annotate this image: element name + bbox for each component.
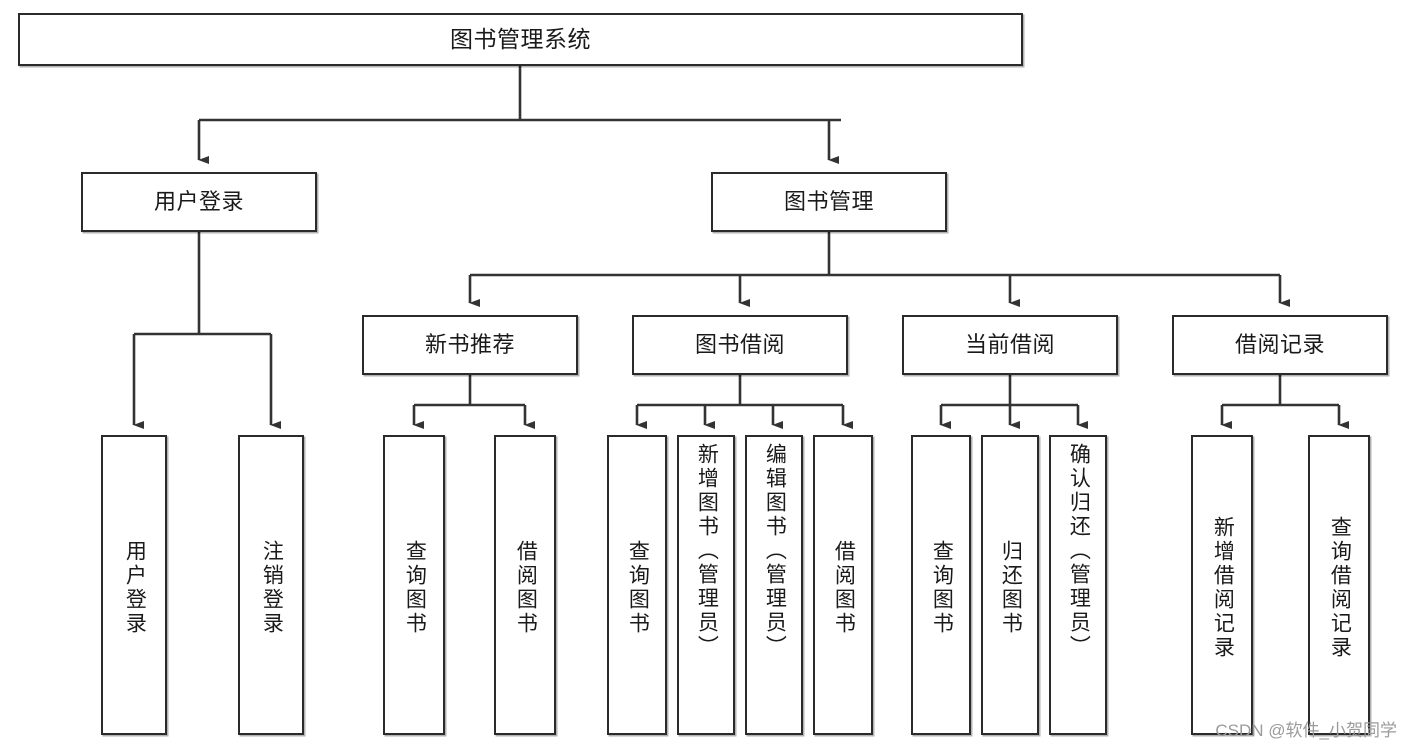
leaf-query-book-current[interactable]: 查询图书 <box>911 435 971 735</box>
node-label: 借阅图书 <box>514 540 538 636</box>
leaf-query-book-recommend[interactable]: 查询图书 <box>383 435 445 735</box>
node-label: 新书推荐 <box>424 331 515 357</box>
node-label: 新增图书（管理员） <box>695 443 719 659</box>
leaf-edit-book-admin[interactable]: 编辑图书（管理员） <box>745 435 803 735</box>
node-label: 新增借阅记录 <box>1211 516 1235 660</box>
leaf-confirm-return-admin[interactable]: 确认归还（管理员） <box>1049 435 1107 735</box>
node-label: 借阅图书 <box>832 540 856 636</box>
node-label: 当前借阅 <box>964 331 1055 357</box>
node-label: 图书管理系统 <box>450 25 591 52</box>
node-book-borrow[interactable]: 图书借阅 <box>632 315 848 375</box>
node-current-borrow[interactable]: 当前借阅 <box>902 315 1118 375</box>
node-label: 图书管理 <box>783 188 874 214</box>
leaf-borrow-book-recommend[interactable]: 借阅图书 <box>494 435 556 735</box>
node-user-login[interactable]: 用户登录 <box>81 172 317 232</box>
leaf-query-borrow-record[interactable]: 查询借阅记录 <box>1308 435 1370 735</box>
node-label: 用户登录 <box>123 540 147 636</box>
node-label: 注销登录 <box>260 540 284 636</box>
node-label: 图书借阅 <box>694 331 785 357</box>
node-label: 借阅记录 <box>1234 331 1325 357</box>
node-label: 归还图书 <box>999 540 1023 636</box>
node-label: 编辑图书（管理员） <box>763 443 787 659</box>
leaf-logout-login[interactable]: 注销登录 <box>238 435 304 735</box>
node-book-manage[interactable]: 图书管理 <box>711 172 947 232</box>
leaf-return-book[interactable]: 归还图书 <box>981 435 1039 735</box>
node-label: 查询图书 <box>626 540 650 636</box>
node-label: 查询借阅记录 <box>1328 516 1352 660</box>
node-borrow-record[interactable]: 借阅记录 <box>1172 315 1388 375</box>
node-root-system[interactable]: 图书管理系统 <box>18 13 1023 66</box>
leaf-borrow-book-borrow[interactable]: 借阅图书 <box>813 435 873 735</box>
leaf-user-login[interactable]: 用户登录 <box>101 435 167 735</box>
node-label: 确认归还（管理员） <box>1067 443 1091 659</box>
node-label: 查询图书 <box>930 540 954 636</box>
leaf-query-book-borrow[interactable]: 查询图书 <box>607 435 667 735</box>
node-label: 用户登录 <box>153 188 244 214</box>
leaf-add-borrow-record[interactable]: 新增借阅记录 <box>1191 435 1253 735</box>
node-label: 查询图书 <box>403 540 427 636</box>
leaf-add-book-admin[interactable]: 新增图书（管理员） <box>677 435 735 735</box>
node-new-book-recommend[interactable]: 新书推荐 <box>362 315 578 375</box>
